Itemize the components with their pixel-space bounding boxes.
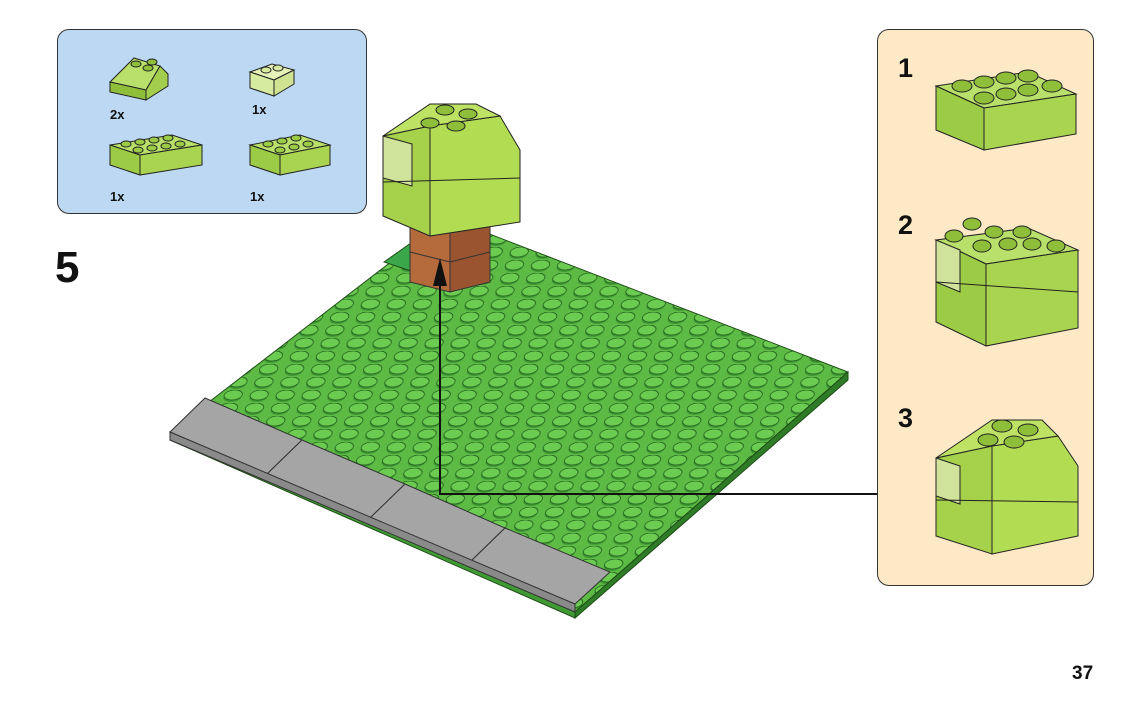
part-green-brick-2x4: 1x (106, 123, 204, 204)
parts-list-panel: 2x 1x 1x (57, 29, 367, 214)
substep-1-illustration (934, 69, 1078, 151)
part-qty: 1x (250, 189, 265, 204)
part-light-green-slope-brick: 1x (246, 60, 298, 117)
substep-3-illustration (935, 419, 1079, 555)
sidewalk-tiles (169, 397, 611, 613)
green-brick-2x3-icon (248, 134, 332, 176)
part-qty: 1x (110, 189, 125, 204)
substep-label-3: 3 (898, 403, 914, 433)
step-number: 5 (55, 243, 80, 292)
substep-label-2: 2 (898, 210, 914, 240)
part-qty: 2x (110, 107, 125, 122)
substep-label-1: 1 (898, 53, 914, 83)
part-green-brick-2x3: 1x (246, 123, 334, 204)
light-green-slope-brick-icon (248, 63, 296, 97)
part-green-slope-brick: 2x (106, 50, 172, 122)
substeps-panel: 1 2 3 (877, 29, 1094, 586)
callout-arrow (433, 258, 878, 495)
substep-2-illustration (934, 217, 1080, 347)
green-brick-2x4-icon (109, 134, 203, 176)
tree-canopy (382, 103, 521, 237)
page-number: 37 (1072, 663, 1094, 684)
part-qty: 1x (252, 102, 267, 117)
green-slope-brick-icon (109, 57, 169, 101)
